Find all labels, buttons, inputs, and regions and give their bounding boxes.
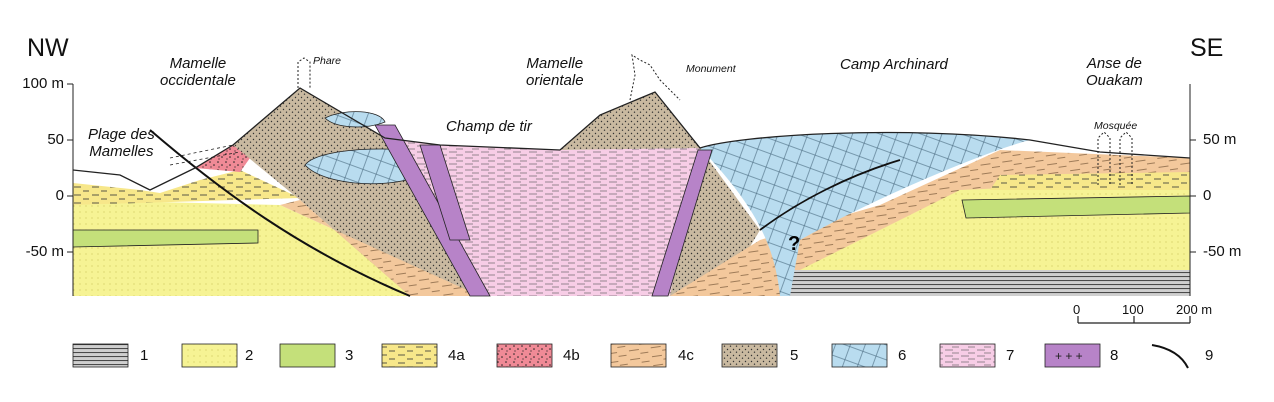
unit-6-west-small (324, 111, 386, 128)
legend-swatch-3 (279, 343, 336, 368)
legend-swatch-1 (72, 343, 129, 368)
svg-text:+ + +: + + + (1055, 349, 1083, 363)
label-mosquee: Mosquée (1094, 120, 1138, 132)
label-camp-archinard: Camp Archinard (840, 56, 948, 73)
axis-left-100: 100 m (22, 75, 64, 92)
legend-label-1: 1 (140, 347, 149, 364)
label-anse-de-ouakam: Anse de Ouakam (1086, 55, 1143, 90)
phare-outline (297, 57, 311, 88)
unit-5-west (233, 88, 470, 296)
dashed-projection (169, 144, 241, 166)
legend-swatch-2 (181, 343, 238, 368)
label-phare: Phare (313, 55, 342, 67)
label-plage-des-mamelles: Plage des Mamelles (88, 126, 155, 161)
legend-swatch-5 (721, 343, 778, 368)
direction-nw: NW (27, 34, 69, 62)
label-monument: Monument (686, 63, 736, 75)
topographic-profile (72, 87, 1191, 191)
unit-8-dyke-2 (419, 144, 471, 241)
legend-label-3: 3 (345, 347, 354, 364)
legend-label-5: 5 (790, 347, 799, 364)
legend-swatch-6 (831, 343, 888, 368)
axis-right-minus50: -50 m (1203, 243, 1242, 260)
legend-swatch-9 (1151, 344, 1189, 369)
section-body: ? (72, 87, 1191, 297)
label-anse-de-ouakam-text: Anse de Ouakam (1086, 55, 1143, 90)
scale-bar (1077, 316, 1191, 324)
legend-label-9: 9 (1205, 347, 1214, 364)
unit-4c-west (280, 200, 480, 296)
unit-6-east (700, 132, 1030, 296)
legend-swatch-4c (610, 343, 667, 368)
unit-8-dyke-1 (374, 124, 491, 297)
label-mamelle-occidentale: Mamelle occidentale (160, 55, 236, 90)
unit-4a-west (73, 170, 300, 205)
unit-4a-east (990, 172, 1190, 190)
label-mamelle-occidentale-text: Mamelle occidentale (160, 55, 236, 90)
legend-label-4a: 4a (448, 347, 465, 364)
direction-se: SE (1190, 34, 1224, 62)
legend-label-2: 2 (245, 347, 254, 364)
legend-label-8: 8 (1110, 347, 1119, 364)
axis-right-50: 50 m (1203, 131, 1237, 148)
fault-line-west (149, 129, 411, 297)
unit-8-dyke-3 (651, 149, 713, 297)
label-mamelle-orientale-text: Mamelle orientale (526, 55, 584, 90)
scale-bar-100: 100 (1122, 302, 1144, 317)
label-mamelle-orientale: Mamelle orientale (526, 55, 584, 90)
legend-label-6: 6 (898, 347, 907, 364)
legend-swatch-4b (496, 343, 553, 368)
legend-label-7: 7 (1006, 347, 1015, 364)
legend-label-4c: 4c (678, 347, 694, 364)
question-mark: ? (788, 233, 800, 255)
label-plage-des-mamelles-text: Plage des Mamelles (88, 126, 155, 161)
axis-left-50: 50 (47, 131, 64, 148)
scale-bar-200: 200 m (1176, 302, 1213, 317)
monument-outline (629, 54, 681, 101)
unit-4b (195, 145, 250, 172)
legend-label-4b: 4b (563, 347, 580, 364)
elevation-axis-ticks (67, 83, 1196, 296)
legend-swatches: + + + (72, 343, 1189, 369)
legend-swatch-8 (1044, 343, 1101, 368)
unit-5-east (560, 92, 700, 150)
scale-bar-0: 0 (1073, 302, 1081, 317)
fault-line-east (759, 159, 901, 231)
axis-left-0: 0 (55, 187, 64, 204)
legend-swatch-7 (939, 343, 996, 368)
unit-2-west (73, 200, 480, 296)
axis-left-minus50: -50 m (25, 243, 64, 260)
label-champ-de-tir: Champ de tir (446, 118, 532, 135)
legend-swatch-4a (381, 343, 438, 368)
axis-right-0: 0 (1203, 187, 1212, 204)
